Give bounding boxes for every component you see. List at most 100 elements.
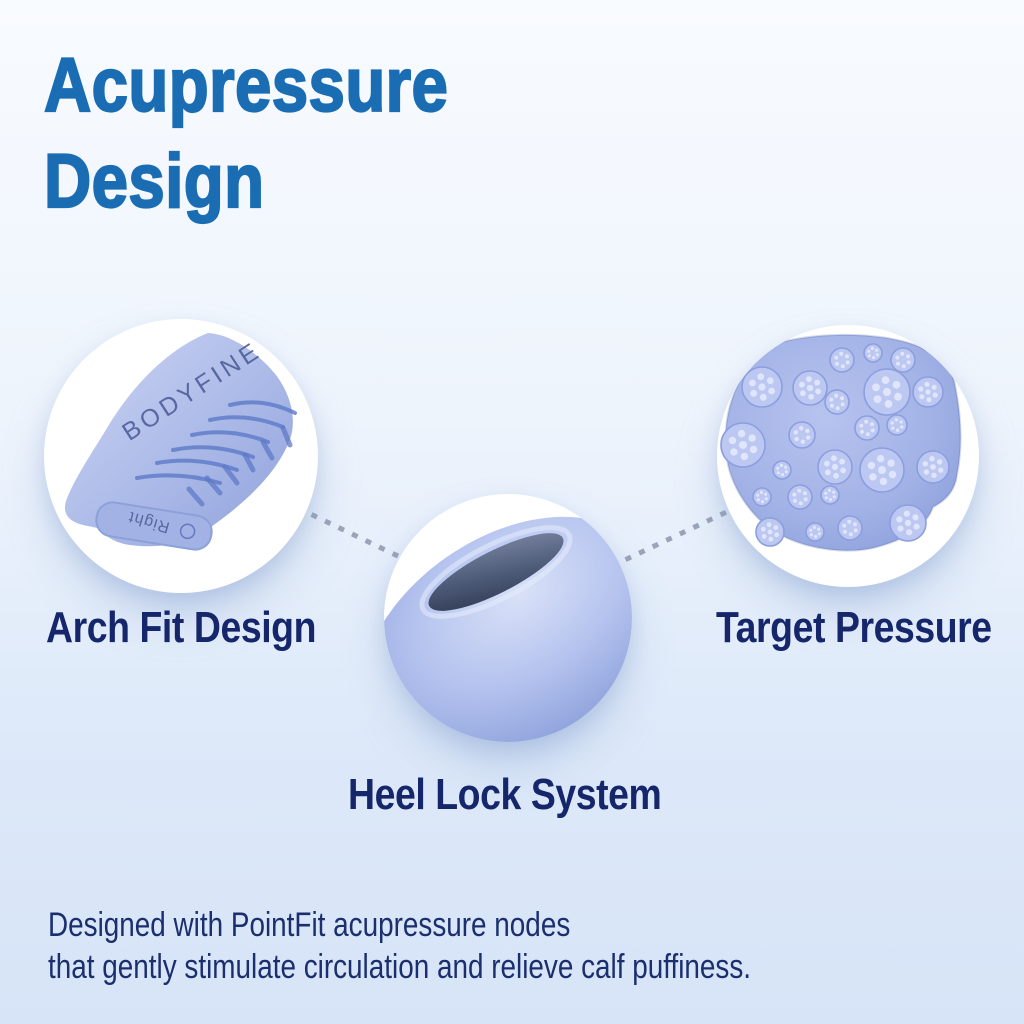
acupressure-node: [878, 466, 886, 474]
acupressure-node: [760, 526, 766, 532]
acupressure-node: [749, 445, 758, 454]
acupressure-node: [887, 459, 895, 467]
acupressure-node: [901, 364, 906, 369]
acupressure-node: [890, 347, 916, 373]
acupressure-node: [896, 516, 903, 523]
acupressure-node: [756, 493, 760, 497]
acupressure-node: [936, 459, 943, 465]
arch-support-illustration: BODYFINE Right: [64, 333, 297, 551]
description-line-1: Designed with PointFit acupressure nodes: [48, 906, 571, 944]
acupressure-node: [827, 488, 831, 492]
arch-fit-photo-circle: BODYFINE Right: [44, 319, 318, 593]
acupressure-node: [867, 461, 876, 470]
acupressure-node: [864, 419, 869, 424]
description-line-2: that gently stimulate circulation and re…: [48, 947, 752, 986]
acupressure-node: [900, 425, 904, 429]
acupressure-node: [923, 469, 930, 475]
acupressure-node: [748, 434, 756, 442]
acupressure-node: [882, 387, 892, 397]
acupressure-node: [875, 348, 879, 352]
acupressure-node: [768, 536, 774, 542]
acupressure-node: [925, 389, 931, 395]
title-line-1: Acupressure: [43, 42, 449, 129]
acupressure-node: [776, 471, 780, 475]
acupressure-node: [863, 343, 883, 363]
acupressure-node: [817, 532, 821, 536]
acupressure-node: [853, 528, 858, 533]
feature-label-heel: Heel Lock System: [348, 770, 662, 819]
acupressure-node: [913, 523, 920, 530]
acupressure-node: [766, 522, 772, 528]
acupressure-node: [891, 426, 895, 430]
acupressure-node: [930, 464, 936, 470]
acupressure-node: [835, 406, 840, 411]
acupressure-node: [809, 533, 813, 537]
acupressure-node: [800, 439, 805, 444]
acupressure-node: [764, 492, 768, 496]
acupressure-node: [845, 360, 850, 365]
acupressure-node: [932, 392, 938, 398]
acupressure-node: [897, 525, 904, 532]
acupressure-node: [815, 388, 821, 395]
acupressure-nodes-illustration: [720, 333, 962, 552]
acupressure-node: [803, 497, 808, 502]
acupressure-node: [870, 428, 875, 433]
acupressure-node: [903, 510, 910, 517]
acupressure-node: [829, 397, 834, 402]
acupressure-node: [879, 477, 888, 486]
heel-cup-rim-highlight: [419, 525, 573, 619]
acupressure-node: [918, 386, 924, 392]
acupressure-node: [764, 497, 768, 501]
acupressure-node: [853, 522, 857, 527]
acupressure-node: [793, 498, 797, 503]
acupressure-node: [859, 423, 864, 428]
acupressure-node: [784, 470, 788, 474]
acupressure-node: [924, 381, 930, 387]
acupressure-node: [758, 383, 766, 391]
acupressure-node: [794, 436, 799, 442]
acupressure-node: [840, 364, 845, 369]
acupressure-node: [787, 484, 813, 510]
acupressure-node: [938, 467, 944, 473]
acupressure-node: [831, 455, 837, 462]
acupressure-node: [793, 430, 798, 435]
acupressure-node: [904, 519, 912, 527]
acupressure-node: [799, 426, 804, 431]
acupressure-node-bumps: [720, 343, 950, 547]
acupressure-node: [845, 354, 849, 359]
acupressure-node: [833, 472, 839, 479]
acupressure-node: [895, 355, 900, 360]
acupressure-node: [886, 414, 908, 436]
acupressure-node: [865, 432, 870, 437]
acupressure-node: [867, 349, 871, 353]
acupressure-node: [761, 534, 767, 539]
acupressure-node: [873, 395, 882, 404]
acupressure-node: [759, 490, 763, 494]
acupressure-node: [894, 418, 899, 422]
acupressure-node: [730, 448, 738, 456]
acupressure-node: [922, 461, 928, 467]
acupressure-node: [900, 351, 905, 356]
acupressure-node: [797, 488, 802, 493]
acupressure-node: [756, 498, 760, 502]
acupressure-node: [809, 528, 813, 532]
acupressure-node: [854, 415, 880, 441]
acupressure-node: [872, 383, 880, 392]
acupressure-node: [896, 361, 900, 366]
acupressure-node: [806, 376, 812, 383]
acupressure-node: [840, 402, 845, 407]
acupressure-node: [839, 458, 845, 465]
acupressure-node: [872, 356, 876, 360]
acupressure-node: [799, 381, 805, 388]
acupressure-node: [808, 393, 814, 400]
acupressure-node: [806, 435, 811, 440]
acupressure-node: [869, 473, 877, 481]
acupressure-node: [884, 400, 893, 408]
heel-cup-body: [384, 516, 632, 742]
acupressure-node: [781, 473, 785, 477]
acupressure-node: [757, 373, 765, 381]
acupressure-node: [824, 491, 828, 495]
arch-pad-shape: [64, 333, 293, 547]
acupressure-node: [929, 456, 935, 462]
acupressure-node: [805, 522, 825, 542]
